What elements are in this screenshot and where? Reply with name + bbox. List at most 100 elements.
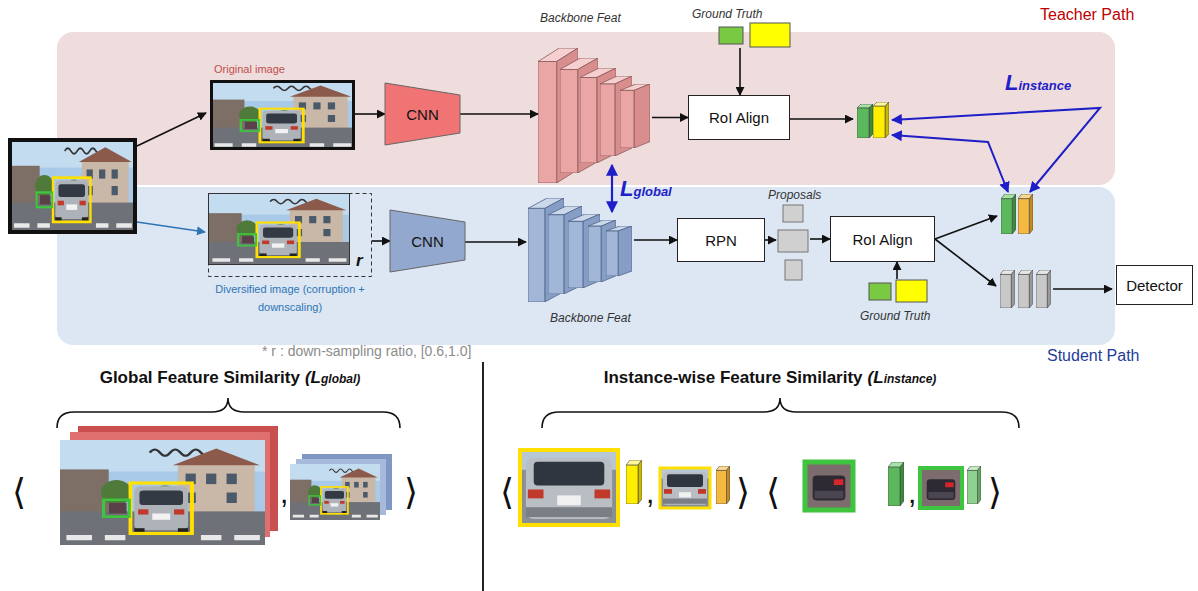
flow-arrow — [355, 113, 385, 115]
label-holder: ⟨ — [766, 474, 780, 510]
image-caption: r — [356, 251, 363, 270]
box-label: RoI Align — [709, 109, 769, 126]
feature-label: Ground Truth — [692, 7, 762, 21]
feature-label: Backbone Feat — [540, 11, 621, 25]
label-holder: ⟨ — [12, 474, 26, 510]
source-image — [10, 140, 135, 232]
flow-arrow — [465, 241, 526, 243]
gt-boxes — [868, 279, 928, 303]
photo — [208, 193, 372, 277]
roi-align-box: RoI Align — [688, 95, 790, 140]
feature-label: Ground Truth — [860, 309, 930, 323]
path-title: Student Path — [1047, 347, 1140, 364]
feature-label: Backbone Feat — [550, 311, 631, 325]
label-holder: Ground Truth — [860, 306, 930, 324]
label-holder: Backbone Feat — [540, 8, 621, 26]
detector-box: Detector — [1116, 265, 1193, 305]
image-caption: Original image — [214, 63, 285, 75]
brace — [57, 398, 400, 428]
angle-bracket: ⟨ — [500, 471, 514, 512]
global-feature-pair — [60, 426, 392, 545]
original-image: Original image — [210, 80, 355, 150]
proposal-boxes — [776, 203, 810, 282]
label-holder: , — [908, 478, 916, 508]
box-label: RoI Align — [852, 231, 912, 248]
label-holder: * r : down-sampling ratio, [0.6,1.0] — [262, 342, 471, 360]
detector-arrow — [1053, 288, 1112, 290]
box-label: CNN — [406, 106, 439, 123]
label-holder: Proposals — [768, 185, 821, 203]
label-holder: Linstance — [1005, 70, 1071, 96]
angle-bracket: ⟩ — [404, 471, 418, 512]
flow-arrow — [372, 240, 390, 242]
cnn-encoder: CNN — [385, 83, 460, 145]
label-holder: , — [646, 478, 654, 508]
box-label: Detector — [1126, 277, 1183, 294]
label-holder: Diversified image (corruption + downscal… — [213, 279, 367, 315]
loss-arrow — [611, 165, 613, 212]
label-holder: Student Path — [1047, 347, 1140, 365]
node-shape — [776, 203, 810, 282]
proposals: Proposals — [776, 203, 810, 282]
title-row: Instance-wise Feature Similarity(Linstan… — [520, 368, 1020, 388]
node-shape — [538, 60, 652, 165]
node-shape — [718, 22, 792, 48]
flow-arrow — [896, 262, 898, 279]
flow-arrow — [810, 238, 830, 240]
angle-bracket: ⟨ — [12, 471, 26, 512]
brace — [542, 398, 1019, 428]
proposal-vectors — [1000, 270, 1051, 308]
loss-label: Linstance — [1005, 70, 1071, 96]
title-row: Global Feature Similarity(Lglobal) — [55, 368, 405, 388]
loss-symbol: (Linstance) — [868, 368, 937, 388]
node-shape — [208, 193, 372, 277]
label-holder: r — [356, 251, 363, 271]
divider — [482, 362, 484, 591]
flow-arrow — [634, 239, 677, 241]
loss-label: Lglobal — [620, 176, 672, 202]
student-band: Student PathrDiversified image (corrupti… — [57, 187, 1115, 345]
diversified-image: rDiversified image (corruption + downsca… — [208, 193, 372, 277]
label-holder: ⟩ — [404, 474, 418, 510]
flow-arrow — [652, 117, 688, 119]
roi-align-box: RoI Align — [830, 216, 935, 262]
section-title: Instance-wise Feature Similarity — [604, 368, 863, 388]
edge-label-holder: Lglobal — [620, 176, 672, 202]
backbone-feature: Backbone Feat — [538, 60, 652, 165]
photo — [210, 80, 355, 150]
loss-symbol: (Lglobal) — [305, 368, 360, 388]
label-holder: ⟩ — [988, 474, 1002, 510]
cnn-encoder: CNN — [390, 210, 465, 272]
flow-arrow — [739, 48, 741, 95]
image-caption: Diversified image (corruption + downscal… — [215, 283, 364, 313]
comma: , — [646, 476, 654, 509]
label-holder: ⟨ — [500, 474, 514, 510]
teacher-band: Teacher PathOriginal imageCNNBackbone Fe… — [57, 32, 1115, 185]
backbone-feature: Backbone Feat — [526, 212, 634, 300]
label-holder: Original image — [214, 59, 285, 77]
footnote: * r : down-sampling ratio, [0.6,1.0] — [262, 343, 471, 359]
rpn-box: RPN — [677, 218, 765, 262]
angle-bracket: ⟩ — [736, 471, 750, 512]
comma: , — [908, 476, 916, 509]
box-label: RPN — [705, 232, 737, 249]
node-shape — [526, 212, 634, 300]
ground-truth: Ground Truth — [718, 22, 792, 48]
comma: , — [280, 476, 288, 509]
box-label: CNN — [411, 233, 444, 250]
section-title: Global Feature Similarity — [100, 368, 300, 388]
label-holder: ⟩ — [736, 474, 750, 510]
ground-truth: Ground Truth — [868, 279, 928, 303]
label-holder: Teacher Path — [1040, 6, 1134, 24]
teacher-instance-vectors — [857, 102, 889, 138]
angle-bracket: ⟩ — [988, 471, 1002, 512]
label-holder: Ground Truth — [692, 4, 762, 22]
node-shape — [868, 279, 928, 303]
path-title: Teacher Path — [1040, 6, 1134, 23]
gt-boxes — [718, 22, 792, 48]
instance-feature-pairs — [520, 450, 981, 525]
node-shape — [210, 80, 355, 150]
flow-arrow — [765, 239, 776, 241]
feature-label: Proposals — [768, 188, 821, 202]
roi-arrow — [790, 118, 853, 120]
